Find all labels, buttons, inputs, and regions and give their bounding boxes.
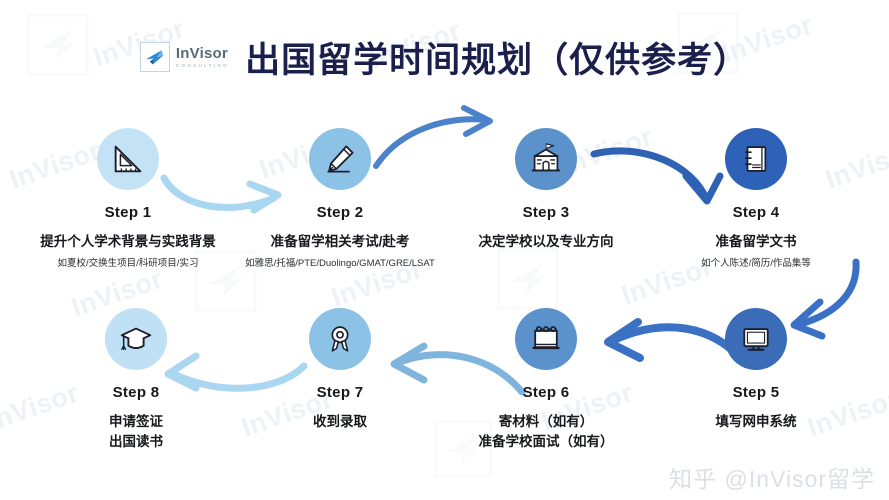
arrow-step7-to-step8 [152, 348, 312, 400]
step-4-circle [725, 128, 787, 190]
step-card-4[interactable]: Step 4 准备留学文书 如个人陈述/简历/作品集等 [656, 128, 856, 270]
invisor-bird-logo-icon [139, 42, 170, 72]
step-card-3[interactable]: Step 3 决定学校以及专业方向 [446, 128, 646, 257]
footer-credit: 知乎 @InVisor留学 [669, 466, 875, 492]
graduation-cap-icon [117, 320, 155, 358]
arrow-step2-to-step3 [368, 104, 518, 174]
step-3-title: 决定学校以及专业方向 [478, 234, 614, 249]
step-card-8[interactable]: Step 8 申请签证 出国读书 [36, 308, 236, 456]
step-card-5[interactable]: Step 5 填写网申系统 [656, 308, 856, 437]
notebook-icon [739, 142, 773, 176]
step-4-subtitle: 如个人陈述/简历/作品集等 [701, 257, 811, 269]
step-1-label: Step 1 [104, 204, 152, 221]
step-1-title: 提升个人学术背景与实践背景 [40, 234, 216, 249]
award-ribbon-icon [323, 322, 357, 356]
step-2-label: Step 2 [316, 204, 364, 221]
logo-tagline: CONSULTING [175, 62, 230, 68]
step-1-subtitle: 如夏校/交换生项目/科研项目/实习 [57, 257, 199, 269]
step-4-label: Step 4 [732, 204, 780, 221]
step-7-circle [309, 308, 371, 370]
step-card-1[interactable]: Step 1 提升个人学术背景与实践背景 如夏校/交换生项目/科研项目/实习 [28, 128, 228, 270]
arrow-step1-to-step2 [158, 160, 308, 220]
school-building-icon [527, 140, 565, 178]
desktop-monitor-icon [738, 321, 774, 357]
step-7-label: Step 7 [316, 384, 364, 401]
step-6-title: 寄材料（如有） 准备学校面试（如有） [478, 414, 614, 449]
watermark-bird-icon [492, 248, 564, 310]
step-6-label: Step 6 [522, 384, 570, 401]
pen-icon [322, 141, 358, 177]
step-7-title: 收到录取 [313, 414, 367, 429]
step-card-2[interactable]: Step 2 准备留学相关考试/赴考 如雅思/托福/PTE/Duolingo/G… [240, 128, 440, 270]
arrow-step6-to-step7 [376, 340, 526, 402]
flipchart-board-icon [528, 321, 564, 357]
arrow-step4-to-step5 [770, 258, 880, 342]
step-5-label: Step 5 [732, 384, 780, 401]
invisor-logo: InVisor CONSULTING [139, 42, 229, 72]
step-card-6[interactable]: Step 6 寄材料（如有） 准备学校面试（如有） [446, 308, 646, 456]
arrow-step3-to-step4 [588, 138, 738, 214]
logo-name: InVisor [175, 45, 228, 62]
step-5-circle [725, 308, 787, 370]
step-8-title: 申请签证 出国读书 [109, 414, 163, 449]
step-2-title: 准备留学相关考试/赴考 [270, 234, 410, 249]
step-2-circle [309, 128, 371, 190]
step-6-circle [515, 308, 577, 370]
step-3-label: Step 3 [522, 204, 570, 221]
step-8-label: Step 8 [112, 384, 160, 401]
step-card-7[interactable]: Step 7 收到录取 [240, 308, 440, 437]
step-1-circle [97, 128, 159, 190]
step-2-subtitle: 如雅思/托福/PTE/Duolingo/GMAT/GRE/LSAT [245, 257, 435, 269]
set-square-ruler-icon [109, 140, 147, 178]
step-5-title: 填写网申系统 [715, 414, 797, 429]
step-8-circle [105, 308, 167, 370]
page-header: InVisor CONSULTING 出国留学时间规划（仅供参考） [0, 28, 889, 86]
step-3-circle [515, 128, 577, 190]
page-title: 出国留学时间规划（仅供参考） [245, 40, 750, 80]
step-4-title: 准备留学文书 [715, 234, 797, 249]
invisor-logo-text: InVisor CONSULTING [176, 46, 229, 68]
